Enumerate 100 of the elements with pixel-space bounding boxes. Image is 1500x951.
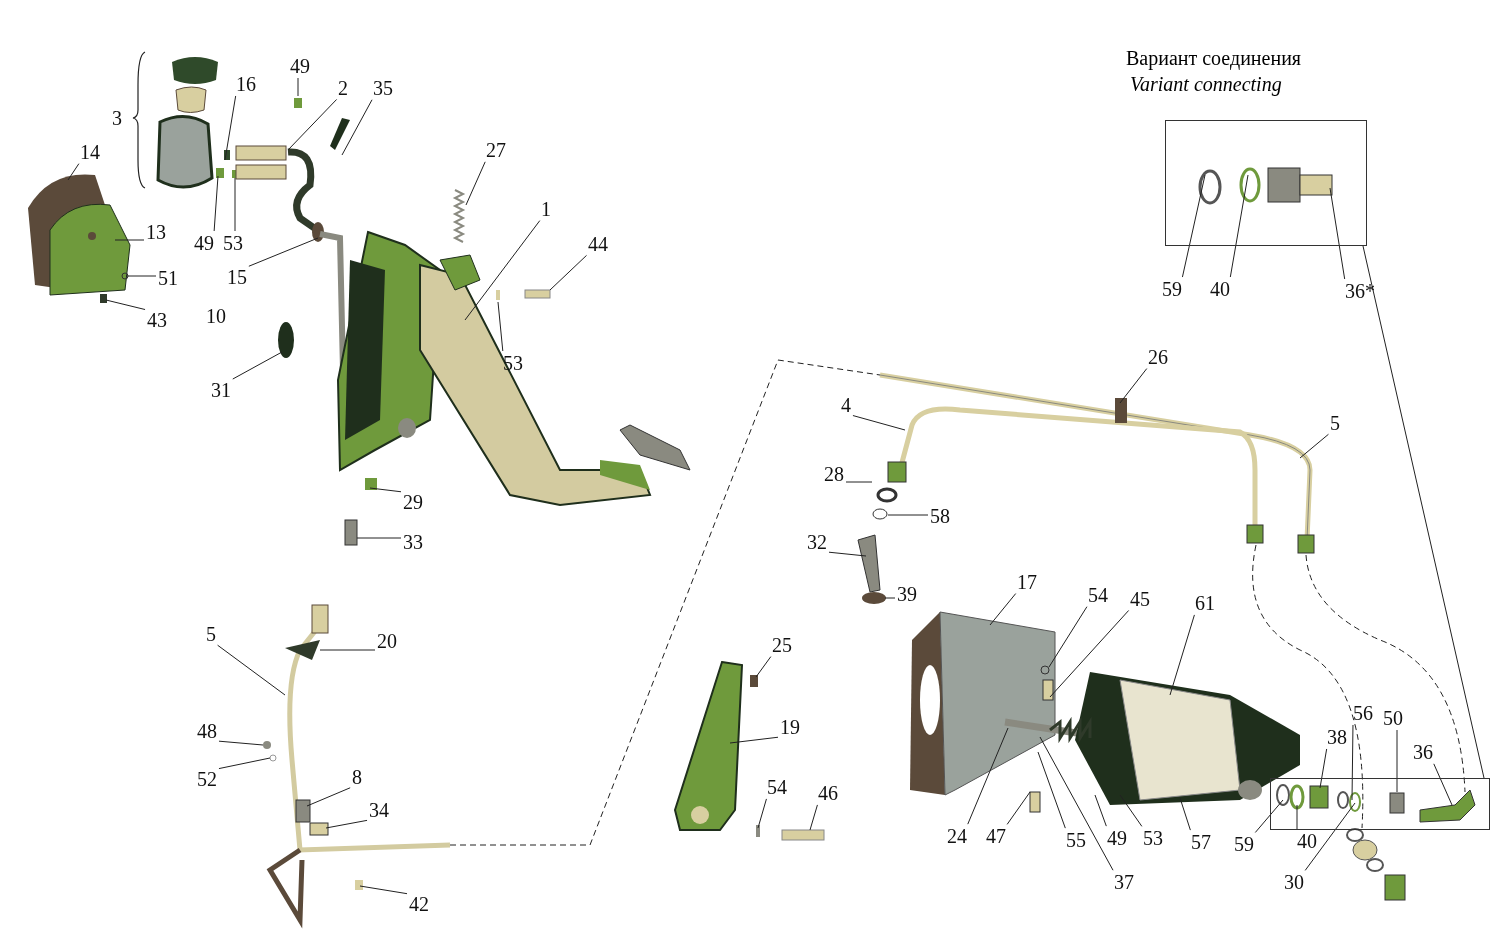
leader-line (809, 804, 818, 831)
leader-line (755, 656, 772, 678)
callout-number: 16 (236, 74, 256, 94)
connector-line (1362, 245, 1485, 779)
leader-line (845, 481, 873, 483)
leader-line (1006, 791, 1031, 825)
callout-number: 42 (409, 894, 429, 914)
leader-line (213, 175, 219, 232)
callout-number: 48 (197, 721, 217, 741)
leader-line (1037, 751, 1066, 829)
callout-number: 19 (780, 717, 800, 737)
leader-line (306, 787, 351, 807)
callout-number: 5 (1330, 413, 1340, 433)
callout-number: 14 (80, 142, 100, 162)
callout-number: 45 (1130, 589, 1150, 609)
leader-line (1351, 724, 1354, 801)
callout-number: 58 (930, 506, 950, 526)
leader-line (319, 649, 376, 651)
leader-line (1039, 736, 1114, 871)
callout-number: 61 (1195, 593, 1215, 613)
callout-number: 56 (1353, 703, 1373, 723)
leader-line (287, 98, 338, 151)
leader-line (828, 551, 867, 557)
callout-number: 30 (1284, 872, 1304, 892)
leader-line (1094, 794, 1107, 827)
callout-number: 3 (112, 108, 122, 128)
callout-number: 13 (146, 222, 166, 242)
callout-number: 49 (290, 56, 310, 76)
leader-line (217, 644, 286, 696)
leader-line (125, 275, 157, 277)
leader-line (341, 99, 373, 156)
callout-number: 32 (807, 532, 827, 552)
callout-number: 40 (1297, 831, 1317, 851)
leader-line (1433, 763, 1453, 806)
callout-number: 39 (897, 584, 917, 604)
leader-line (114, 239, 145, 241)
leader-line (356, 537, 402, 539)
callout-number: 24 (947, 826, 967, 846)
leader-line (325, 819, 368, 829)
leader-line (1299, 433, 1329, 459)
callout-number: 1 (541, 199, 551, 219)
callout-number: 20 (377, 631, 397, 651)
leader-line (359, 885, 408, 895)
leader-line (224, 95, 237, 161)
leader-line (989, 593, 1017, 626)
leader-line (248, 237, 319, 267)
callout-number: 8 (352, 767, 362, 787)
callout-number: 53 (223, 233, 243, 253)
leader-line (967, 727, 1009, 825)
leader-line (884, 597, 896, 599)
leader-line (1048, 606, 1088, 668)
callout-number: 15 (227, 267, 247, 287)
callout-number: 57 (1191, 832, 1211, 852)
leader-line (234, 177, 236, 232)
callout-number: 59 (1162, 279, 1182, 299)
callout-number: 40 (1210, 279, 1230, 299)
leader-line (729, 736, 779, 744)
detail-frame (1270, 778, 1490, 830)
leader-line (1254, 799, 1284, 833)
leader-line (369, 487, 402, 493)
callout-number: 4 (841, 395, 851, 415)
leader-line (887, 514, 929, 516)
leader-line (497, 301, 504, 352)
inset-subheading: Variant connecting (1130, 72, 1282, 96)
leader-line (1329, 187, 1346, 280)
callout-number: 36 (1413, 742, 1433, 762)
leader-line (549, 254, 588, 291)
leader-line (757, 798, 767, 829)
leader-line (1229, 174, 1249, 278)
callout-number: 25 (772, 635, 792, 655)
callout-number: 31 (211, 380, 231, 400)
callout-number: 34 (369, 800, 389, 820)
leader-line (1119, 368, 1148, 404)
callout-number: 46 (818, 783, 838, 803)
callout-number: 33 (403, 532, 423, 552)
callout-number: 37 (1114, 872, 1134, 892)
leader-line (1296, 804, 1298, 830)
leader-line (232, 351, 283, 380)
callout-number: 36* (1345, 281, 1375, 301)
leader-line (105, 299, 146, 311)
callout-number: 26 (1148, 347, 1168, 367)
leader-line (1181, 174, 1206, 278)
callout-number: 35 (373, 78, 393, 98)
leader-line (852, 415, 906, 431)
callout-number: 54 (767, 777, 787, 797)
callout-number: 53 (1143, 828, 1163, 848)
callout-number: 27 (486, 140, 506, 160)
leader-line (465, 161, 486, 206)
callout-number: 43 (147, 310, 167, 330)
callout-number: 5 (206, 624, 216, 644)
leader-line (1304, 802, 1356, 871)
callout-number: 29 (403, 492, 423, 512)
callout-number: 50 (1383, 708, 1403, 728)
leader-line (218, 740, 264, 746)
leader-line (67, 163, 80, 181)
callout-number: 2 (338, 78, 348, 98)
callout-number: 10 (206, 306, 226, 326)
callout-number: 55 (1066, 830, 1086, 850)
leader-line (1049, 610, 1130, 698)
callout-number: 49 (1107, 828, 1127, 848)
